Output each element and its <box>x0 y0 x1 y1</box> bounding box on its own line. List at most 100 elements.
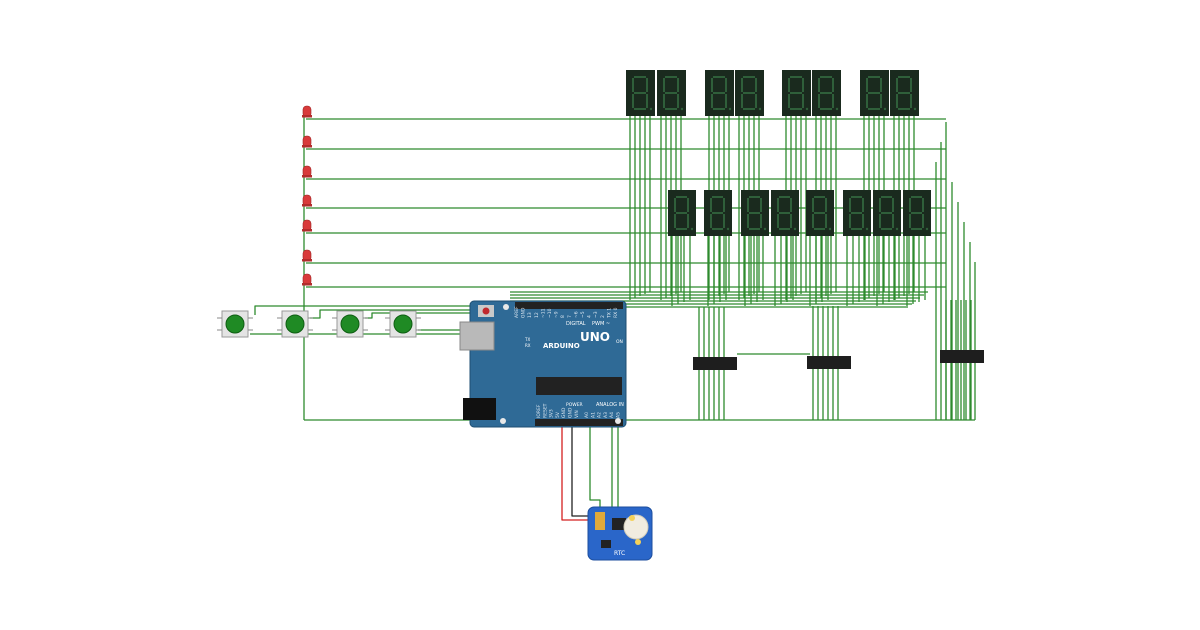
seven-segment-display <box>903 190 931 236</box>
display-segment <box>663 78 665 92</box>
push-button[interactable] <box>385 310 421 338</box>
display-segment <box>687 214 689 228</box>
display-segment <box>812 198 814 212</box>
rtc-module[interactable]: RTC <box>587 506 653 561</box>
display-segment <box>911 212 922 214</box>
display-decimal-point <box>865 227 869 231</box>
seven-segment-display <box>873 190 901 236</box>
display-segment <box>676 196 687 198</box>
wire <box>254 305 510 315</box>
arduino-uno-board[interactable]: UNO ARDUINO DIGITAL PWM ~ ANALOG IN POWE… <box>459 300 627 428</box>
analog-pin-label: A0 <box>584 412 590 418</box>
display-segment <box>820 108 832 110</box>
display-decimal-point <box>690 227 694 231</box>
display-segment <box>749 196 760 198</box>
display-segment <box>922 214 924 228</box>
power-pin-label: IOREF <box>536 404 542 418</box>
reset-button[interactable] <box>482 307 490 315</box>
power-pin-label: RESET <box>542 403 548 418</box>
led-base <box>302 259 312 262</box>
display-segment <box>790 76 802 78</box>
display-segment <box>814 228 825 230</box>
display-segment <box>866 94 868 108</box>
display-segment <box>713 76 725 78</box>
display-segment <box>898 108 910 110</box>
button-cap <box>285 314 305 334</box>
led-base <box>302 283 312 286</box>
shift-register-ic <box>693 357 737 370</box>
display-segment <box>710 198 712 212</box>
display-segment <box>909 214 911 228</box>
display-segment <box>755 78 757 92</box>
display-segment <box>802 78 804 92</box>
display-segment <box>788 94 790 108</box>
display-segment <box>832 94 834 108</box>
seven-segment-display <box>806 190 834 236</box>
display-decimal-point <box>925 227 929 231</box>
wire-layer <box>250 110 976 521</box>
button-cap <box>393 314 413 334</box>
digital-pin-label: ~6 <box>573 311 579 318</box>
red-led[interactable] <box>302 194 312 207</box>
display-segment <box>779 196 790 198</box>
analog-label: ANALOG IN <box>596 402 624 408</box>
display-segment <box>779 212 790 214</box>
button-cap <box>340 314 360 334</box>
display-segment <box>825 214 827 228</box>
red-led[interactable] <box>302 219 312 232</box>
display-segment <box>851 196 862 198</box>
display-decimal-point <box>805 107 809 111</box>
board-brand-label: ARDUINO <box>543 342 580 350</box>
digital-pin-label: ~9 <box>554 311 560 318</box>
red-led[interactable] <box>302 165 312 178</box>
display-segment <box>665 76 677 78</box>
push-button[interactable] <box>277 310 313 338</box>
shift-register-ic <box>940 350 984 363</box>
display-segment <box>818 94 820 108</box>
digital-pin-label: 8 <box>560 315 566 318</box>
digital-header <box>515 302 623 309</box>
digital-pin-label: ~10 <box>547 308 553 318</box>
display-segment <box>710 214 712 228</box>
display-segment <box>741 78 743 92</box>
digital-pin-label: 2 <box>600 315 606 318</box>
display-segment <box>725 78 727 92</box>
display-segment <box>910 78 912 92</box>
display-segment <box>868 76 880 78</box>
ic-body <box>693 357 737 370</box>
display-segment <box>849 214 851 228</box>
seven-segment-display <box>812 70 841 116</box>
display-segment <box>674 198 676 212</box>
display-segment <box>755 94 757 108</box>
display-segment <box>711 94 713 108</box>
wire <box>589 420 601 512</box>
seven-segment-display <box>668 190 696 236</box>
display-segment <box>634 76 646 78</box>
display-decimal-point <box>680 107 684 111</box>
red-led[interactable] <box>302 105 312 118</box>
red-led[interactable] <box>302 135 312 148</box>
analog-pin-label: A2 <box>597 412 603 418</box>
seven-segment-display <box>626 70 655 116</box>
digital-pin-label: 13 <box>527 312 533 318</box>
display-decimal-point <box>828 227 832 231</box>
display-segment <box>712 196 723 198</box>
push-button[interactable] <box>332 310 368 338</box>
led-base <box>302 229 312 232</box>
red-led[interactable] <box>302 273 312 286</box>
seven-segment-display <box>843 190 871 236</box>
seven-segment-display <box>771 190 799 236</box>
display-segment <box>881 212 892 214</box>
display-decimal-point <box>649 107 653 111</box>
display-segment <box>646 78 648 92</box>
digital-pin-label: ~5 <box>580 311 586 318</box>
red-led[interactable] <box>302 249 312 262</box>
display-segment <box>868 108 880 110</box>
display-segment <box>898 76 910 78</box>
push-button[interactable] <box>217 310 253 338</box>
display-segment <box>849 198 851 212</box>
pwm-label: PWM ~ <box>592 321 610 327</box>
digital-pin-label: 4 <box>587 315 593 318</box>
display-segment <box>814 212 825 214</box>
